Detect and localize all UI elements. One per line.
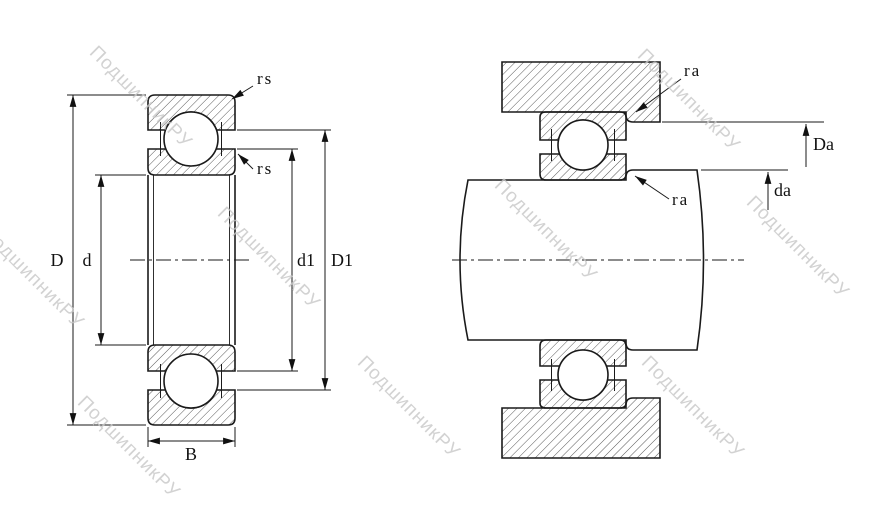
label-da: da [774,180,791,200]
label-outer-land-D1: D1 [331,250,353,270]
left-view-dimensions [67,85,331,447]
cage-top [160,122,222,156]
label-bore-diameter-d: d [83,250,92,270]
shaft [459,169,705,351]
dimension-da [701,169,788,210]
callout-rs-top [231,85,254,100]
dimension-D1 [237,129,331,391]
label-Da: Da [813,134,834,154]
callout-ra-housing [635,78,682,113]
label-ra-shaft: ra [672,190,689,209]
callout-ra-shaft [634,175,670,200]
label-outer-diameter-D: D [51,250,64,270]
right-view-mounted-bearing [452,61,744,459]
dimension-d [95,174,146,346]
left-view-bearing-section [130,94,252,426]
label-chamfer-rs-top: rs [257,69,273,88]
ball-top [163,111,219,167]
label-chamfer-rs-bottom: rs [257,159,273,178]
left-view-labels: D d d1 D1 B rs rs [51,69,354,464]
label-inner-shoulder-d1: d1 [297,250,315,270]
dimension-B [147,427,236,447]
mounted-cage-bottom [551,359,615,391]
dimension-Da [662,121,824,167]
mounted-ball-top [557,119,609,171]
right-view-dimensions [634,78,824,210]
cage-bottom [160,364,222,398]
dimension-d1 [237,148,298,372]
ball-bottom [163,353,219,409]
mounted-ball-bottom [557,349,609,401]
mounted-cage-top [551,129,615,161]
label-ra-housing: ra [684,61,701,80]
dimension-D [67,94,146,426]
label-width-B: B [185,444,197,464]
callout-rs-bottom [237,153,254,170]
right-view-labels: ra ra Da da [672,61,834,209]
